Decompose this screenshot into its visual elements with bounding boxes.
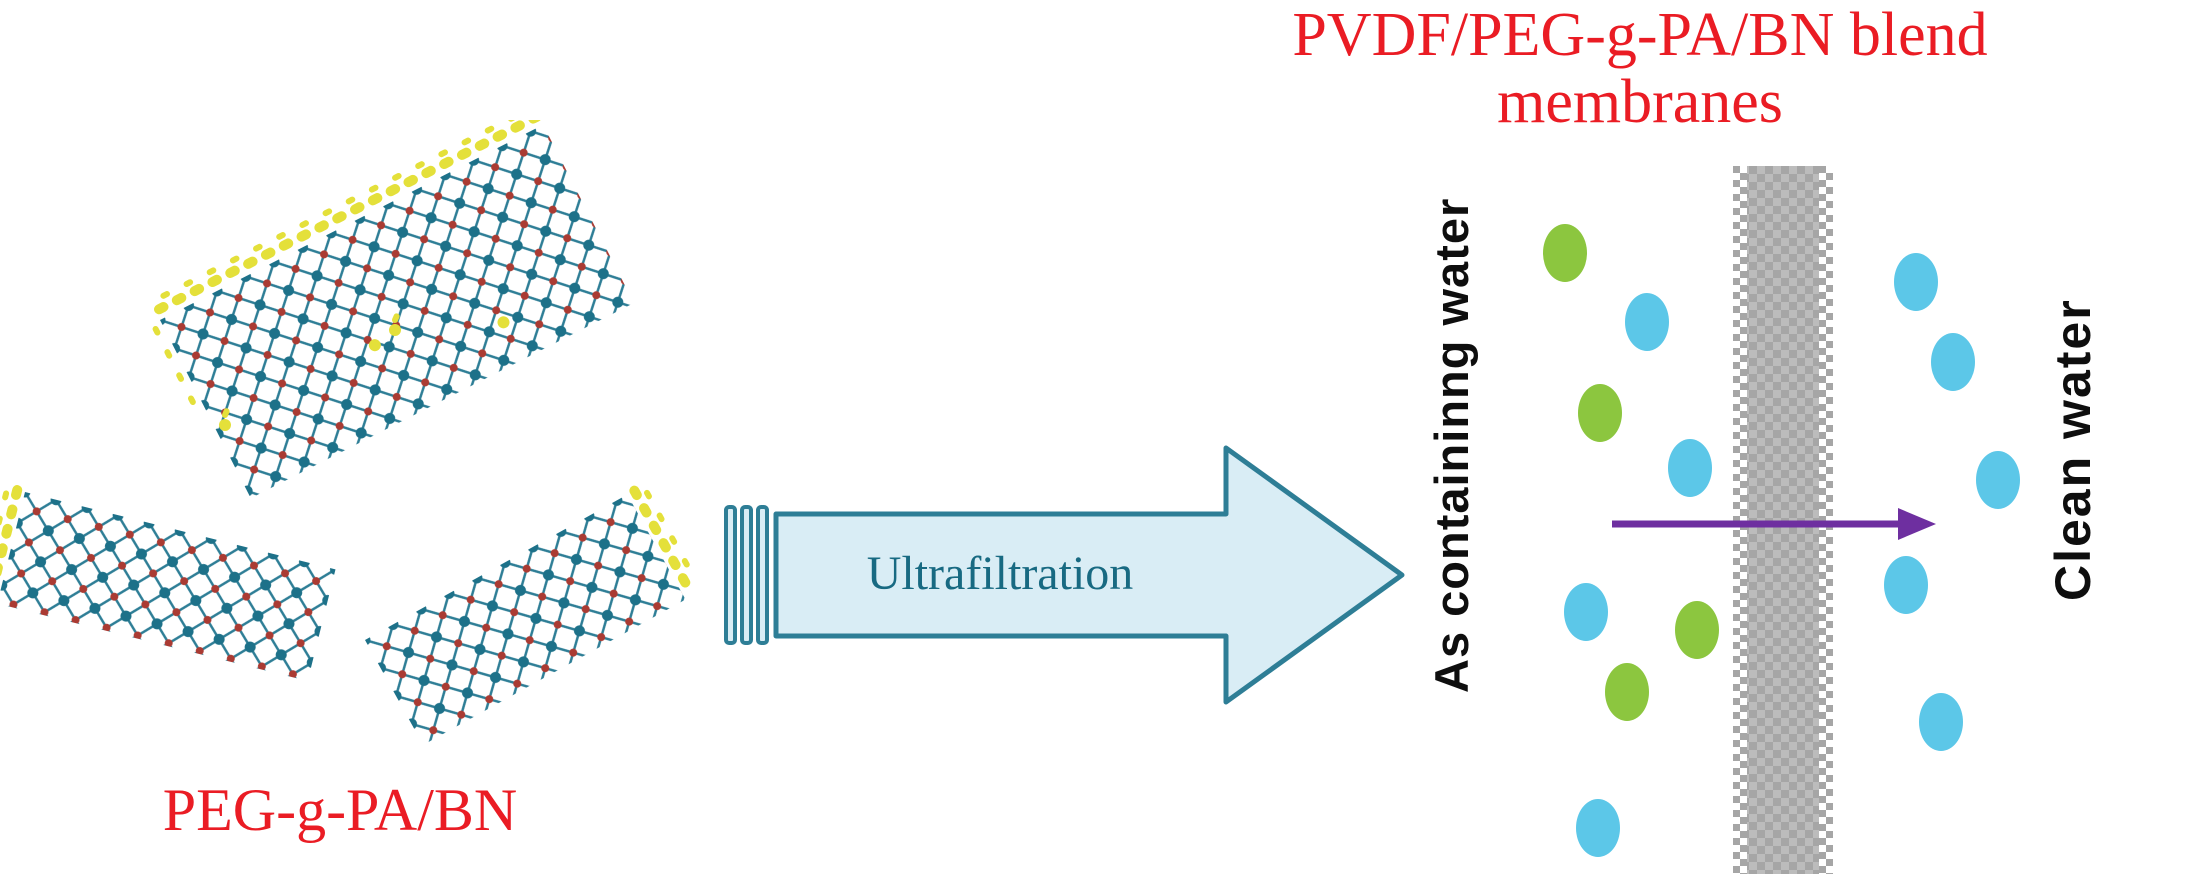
- contaminant-particle: [1605, 663, 1649, 721]
- process-label: Ultrafiltration: [866, 547, 1134, 600]
- stray-surface-groups: [219, 301, 405, 431]
- arrow-body: [773, 445, 1405, 705]
- water-particle: [1564, 583, 1608, 641]
- contaminant-particle: [1578, 384, 1622, 442]
- membrane-texture-left: [1733, 166, 1747, 874]
- water-particle: [1894, 253, 1938, 311]
- membrane-texture-right: [1819, 166, 1833, 874]
- water-particle: [1884, 556, 1928, 614]
- water-particle: [1976, 451, 2020, 509]
- nanosheet-top: [152, 120, 634, 499]
- membrane-title-line2: membranes: [1497, 67, 1783, 136]
- peg-g-pa-bn-nanosheets-illustration: [0, 120, 700, 745]
- water-particle: [1576, 799, 1620, 857]
- water-particle: [1668, 439, 1712, 497]
- arrow-tail-bars: [724, 505, 769, 645]
- nanosheet-right: [365, 485, 700, 745]
- membrane-title-line1: PVDF/PEG-g-PA/BN blend: [1292, 1, 1988, 69]
- contaminant-particle: [1675, 601, 1719, 659]
- water-particle: [1625, 293, 1669, 351]
- water-particle: [1919, 693, 1963, 751]
- contaminant-particle: [1543, 224, 1587, 282]
- membrane-title: PVDF/PEG-g-PA/BN blend membranes: [1240, 2, 2040, 136]
- membrane-bar: [1733, 166, 1833, 874]
- water-particle: [1931, 333, 1975, 391]
- nanosheet-left: [0, 485, 336, 681]
- left-structure-label: PEG-g-PA/BN: [162, 777, 518, 843]
- permeate-flow-arrow: [1612, 508, 1936, 540]
- ultrafiltration-arrow: [724, 445, 1405, 705]
